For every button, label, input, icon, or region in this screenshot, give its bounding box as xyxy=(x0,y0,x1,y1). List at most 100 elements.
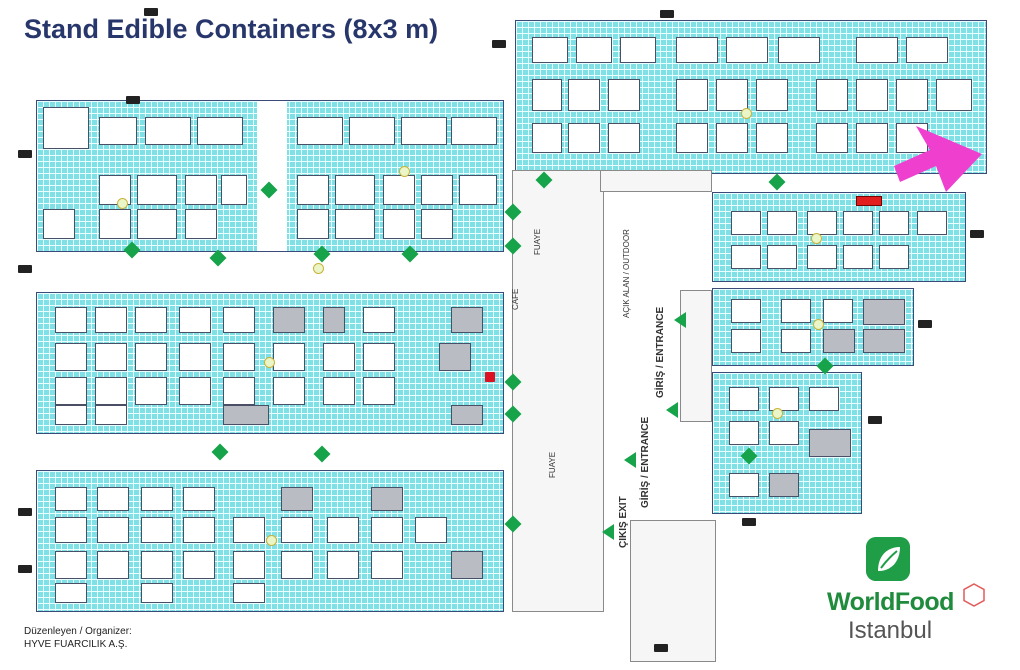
stand[interactable] xyxy=(137,175,177,205)
stand[interactable] xyxy=(371,487,403,511)
stand[interactable] xyxy=(729,473,759,497)
stand[interactable] xyxy=(297,175,329,205)
stand[interactable] xyxy=(233,517,265,543)
hall-right-upper[interactable] xyxy=(712,192,966,282)
highlighted-stand[interactable] xyxy=(856,196,882,206)
stand[interactable] xyxy=(323,377,355,405)
stand[interactable] xyxy=(767,245,797,269)
stand[interactable] xyxy=(43,107,89,149)
stand[interactable] xyxy=(716,123,748,153)
stand[interactable] xyxy=(731,211,761,235)
stand[interactable] xyxy=(769,473,799,497)
stand[interactable] xyxy=(371,551,403,579)
stand[interactable] xyxy=(135,307,167,333)
stand[interactable] xyxy=(856,37,898,63)
stand[interactable] xyxy=(731,329,761,353)
stand[interactable] xyxy=(185,209,217,239)
stand[interactable] xyxy=(95,307,127,333)
stand[interactable] xyxy=(327,551,359,579)
stand[interactable] xyxy=(769,387,799,411)
stand[interactable] xyxy=(363,307,395,333)
stand[interactable] xyxy=(223,343,255,371)
stand[interactable] xyxy=(716,79,748,111)
stand[interactable] xyxy=(297,209,329,239)
stand[interactable] xyxy=(99,117,137,145)
stand[interactable] xyxy=(183,517,215,543)
stand[interactable] xyxy=(179,343,211,371)
stand[interactable] xyxy=(55,343,87,371)
stand[interactable] xyxy=(767,211,797,235)
stand[interactable] xyxy=(451,117,497,145)
stand[interactable] xyxy=(383,209,415,239)
hall-top-right[interactable] xyxy=(515,20,987,174)
stand[interactable] xyxy=(327,517,359,543)
stand[interactable] xyxy=(99,175,131,205)
stand[interactable] xyxy=(729,421,759,445)
stand[interactable] xyxy=(756,79,788,111)
stand[interactable] xyxy=(137,209,177,239)
stand[interactable] xyxy=(323,343,355,371)
stand[interactable] xyxy=(879,211,909,235)
stand[interactable] xyxy=(608,79,640,111)
stand[interactable] xyxy=(576,37,612,63)
stand[interactable] xyxy=(778,37,820,63)
stand[interactable] xyxy=(816,123,848,153)
stand[interactable] xyxy=(856,123,888,153)
stand[interactable] xyxy=(223,405,269,425)
stand[interactable] xyxy=(273,377,305,405)
stand[interactable] xyxy=(620,37,656,63)
stand[interactable] xyxy=(731,299,761,323)
stand[interactable] xyxy=(281,517,313,543)
hall-top-left[interactable] xyxy=(36,100,504,252)
stand[interactable] xyxy=(99,209,131,239)
stand[interactable] xyxy=(273,307,305,333)
stand[interactable] xyxy=(55,377,87,405)
stand[interactable] xyxy=(459,175,497,205)
stand[interactable] xyxy=(281,487,313,511)
stand[interactable] xyxy=(97,487,129,511)
stand[interactable] xyxy=(197,117,243,145)
stand[interactable] xyxy=(141,551,173,579)
stand[interactable] xyxy=(439,343,471,371)
stand[interactable] xyxy=(421,209,453,239)
stand[interactable] xyxy=(233,583,265,603)
stand[interactable] xyxy=(936,79,972,111)
stand[interactable] xyxy=(823,329,855,353)
stand[interactable] xyxy=(451,307,483,333)
stand[interactable] xyxy=(896,79,928,111)
stand[interactable] xyxy=(273,343,305,371)
stand[interactable] xyxy=(731,245,761,269)
stand[interactable] xyxy=(568,123,600,153)
stand[interactable] xyxy=(55,405,87,425)
stand[interactable] xyxy=(856,79,888,111)
stand[interactable] xyxy=(371,517,403,543)
hall-right-lower[interactable] xyxy=(712,372,862,514)
stand[interactable] xyxy=(297,117,343,145)
stand[interactable] xyxy=(349,117,395,145)
stand[interactable] xyxy=(281,551,313,579)
stand[interactable] xyxy=(415,517,447,543)
stand[interactable] xyxy=(43,209,75,239)
stand[interactable] xyxy=(135,377,167,405)
stand[interactable] xyxy=(223,377,255,405)
stand[interactable] xyxy=(97,517,129,543)
stand[interactable] xyxy=(532,123,562,153)
stand[interactable] xyxy=(55,517,87,543)
stand[interactable] xyxy=(363,343,395,371)
stand[interactable] xyxy=(729,387,759,411)
stand[interactable] xyxy=(532,37,568,63)
stand[interactable] xyxy=(863,329,905,353)
stand[interactable] xyxy=(532,79,562,111)
stand[interactable] xyxy=(141,583,173,603)
stand[interactable] xyxy=(823,299,853,323)
stand[interactable] xyxy=(141,487,173,511)
stand[interactable] xyxy=(383,175,415,205)
stand[interactable] xyxy=(179,307,211,333)
stand[interactable] xyxy=(335,209,375,239)
stand[interactable] xyxy=(451,551,483,579)
hall-right-middle[interactable] xyxy=(712,288,914,366)
stand[interactable] xyxy=(843,245,873,269)
stand[interactable] xyxy=(917,211,947,235)
stand[interactable] xyxy=(807,245,837,269)
stand[interactable] xyxy=(221,175,247,205)
